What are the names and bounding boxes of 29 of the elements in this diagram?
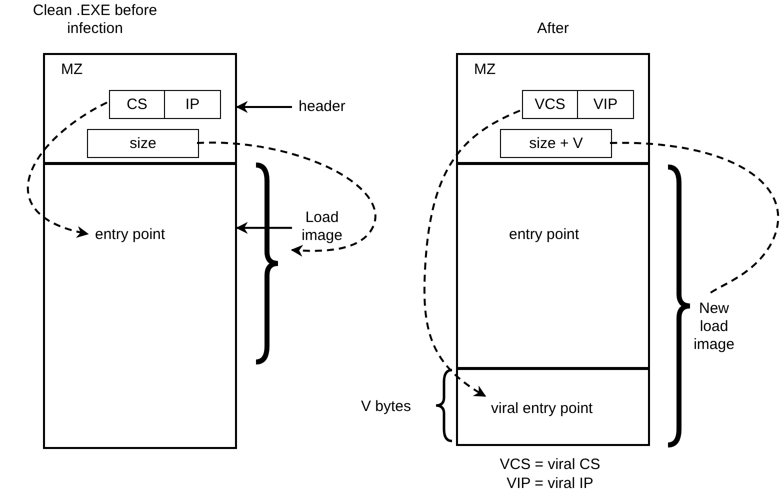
column-heading: Clean .EXE before infection [32,2,158,38]
field-box: CS [109,90,165,119]
section-label: viral entry point [491,400,593,417]
arrow [26,102,108,238]
virus-code-section [456,368,650,446]
note-text: VIP = viral IP [506,475,594,493]
field-box: size [87,129,199,158]
header-section [456,53,650,164]
load-image-section [456,163,650,369]
section-label: entry point [95,226,166,243]
section-label: entry point [509,226,580,243]
arrow [197,142,376,257]
text-label: New load image [688,294,740,360]
header-section [43,53,237,164]
arrow [424,110,520,397]
section-label: MZ [474,61,496,78]
text-label: header [292,96,352,118]
field-box: VCS [522,90,578,119]
arrow [236,100,292,113]
text-label: Load image [292,203,352,250]
field-box: size + V [500,129,612,158]
note-text: VCS = viral CS [498,456,602,474]
load-image-section [43,163,237,449]
section-label: MZ [61,61,83,78]
column-heading: After [536,20,570,38]
arrow [236,222,292,234]
field-box: IP [164,90,221,119]
field-box: VIP [577,90,634,119]
text-label: V bytes [358,396,414,418]
